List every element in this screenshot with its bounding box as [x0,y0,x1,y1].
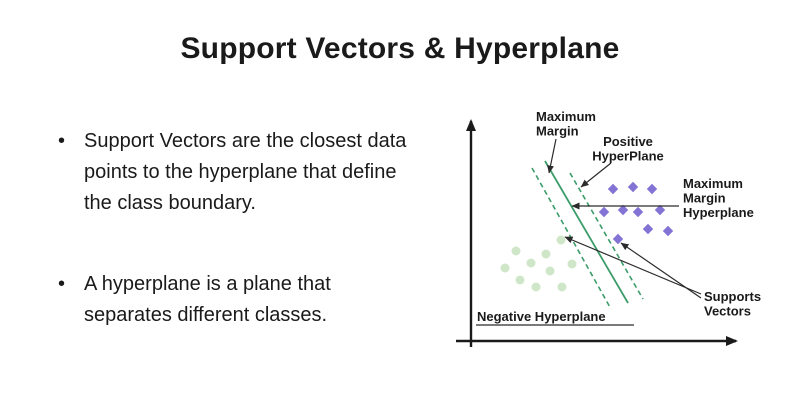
class-b-point [607,183,619,195]
bullet-marker: • [58,130,66,152]
class-b-point [612,233,624,245]
negative-hyperplane-line [531,167,612,310]
page-title: Support Vectors & Hyperplane [180,32,620,65]
bullet-item-hyperplane: • A hyperplane is a plane that separates… [58,269,450,331]
bullet-text-support-vectors: Support Vectors are the closest data poi… [84,130,407,214]
class-a-point [531,282,541,292]
bullet-marker: • [58,273,66,295]
positive-hyperplane-arrow [580,162,612,188]
maximum-margin-hyperplane-line [544,160,629,304]
class-a-point [500,263,510,273]
class-b-point [632,206,644,218]
positive-hyperplane-line [569,172,644,300]
class-b-point [617,204,629,216]
label-negative-hyperplane: Negative Hyperplane [477,309,606,324]
class-b-point [662,225,674,237]
class-a-point [545,266,555,276]
class-a-point [515,275,525,285]
class-a-point [556,235,566,245]
support-vector-leader-b [620,242,702,299]
class-b-point [598,206,610,218]
support-vector-leader-a [564,236,702,295]
class-b-point [646,183,658,195]
class-a-point [511,246,521,256]
class-a-point [526,258,536,268]
bullet-item-support-vectors: • Support Vectors are the closest data p… [58,126,450,219]
class-b-point [642,223,654,235]
class-a-point [541,249,551,259]
bullet-text-hyperplane: A hyperplane is a plane that separates d… [84,273,331,326]
bullet-list: • Support Vectors are the closest data p… [58,126,450,381]
maximum-margin-arrow [547,138,557,174]
class-a-point [557,282,567,292]
class-b-point [627,181,639,193]
class-b-point [654,204,666,216]
class-a-point [567,259,577,269]
